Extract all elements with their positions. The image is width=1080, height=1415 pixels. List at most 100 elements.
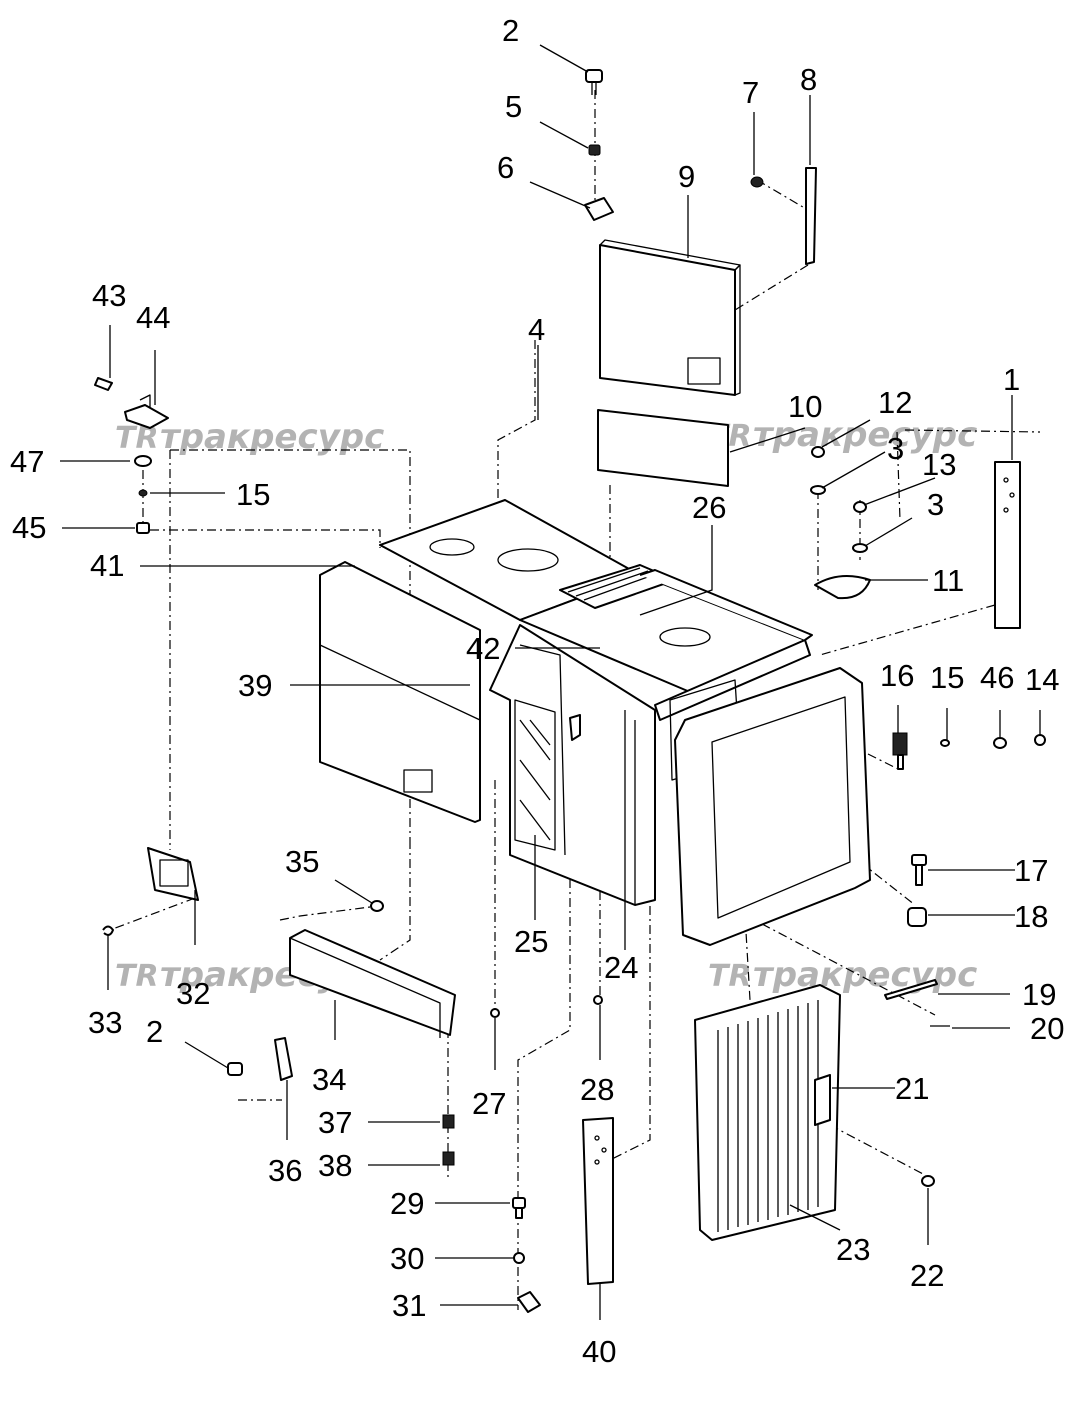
callout-34: 34 — [312, 1062, 346, 1097]
callout-2: 2 — [502, 13, 519, 48]
callout-1: 1 — [1003, 362, 1020, 397]
callout-28: 28 — [580, 1072, 614, 1107]
callout-labels: 2 5 6 9 7 8 43 44 4 10 12 1 3 13 47 15 2… — [10, 13, 1064, 1369]
nut-14 — [1034, 734, 1046, 746]
callout-23: 23 — [836, 1232, 870, 1267]
panel-34 — [289, 929, 456, 1038]
nut-22 — [921, 1175, 935, 1187]
callout-31: 31 — [392, 1288, 426, 1323]
washer-47 — [134, 455, 152, 467]
watermark-logo: TR — [708, 959, 752, 994]
bracket-32 — [147, 847, 199, 901]
nut-13 — [853, 501, 867, 513]
cab-body-4 — [379, 499, 813, 693]
hinge-6 — [584, 197, 614, 221]
callout-40: 40 — [582, 1334, 616, 1369]
frame-42 — [489, 624, 656, 906]
callout-26: 26 — [692, 490, 726, 525]
callout-29: 29 — [390, 1186, 424, 1221]
callout-24: 24 — [604, 950, 638, 985]
callout-27: 27 — [472, 1086, 506, 1121]
callout-38: 38 — [318, 1148, 352, 1183]
bolt-17 — [911, 854, 927, 886]
callout-7: 7 — [742, 75, 759, 110]
washer-3a — [810, 485, 826, 495]
cover-panel-9 — [599, 239, 741, 396]
bolt-2-top — [585, 69, 603, 95]
callout-36: 36 — [268, 1153, 302, 1188]
callout-46: 46 — [980, 660, 1014, 695]
watermark-text: тракресурс — [753, 415, 977, 455]
callout-18: 18 — [1014, 899, 1048, 934]
watermark-2: TR тракресурс — [708, 415, 977, 455]
washer-15b — [940, 739, 950, 747]
callout-17: 17 — [1014, 853, 1048, 888]
clip-37 — [442, 1114, 455, 1129]
callout-8: 8 — [800, 62, 817, 97]
washer-15a — [138, 489, 148, 497]
nut-12 — [811, 446, 825, 458]
bolt-29 — [512, 1197, 526, 1219]
bolt-2-bottom — [227, 1062, 243, 1076]
callout-47: 47 — [10, 444, 44, 479]
clip-33 — [102, 925, 114, 936]
callout-45: 45 — [12, 510, 46, 545]
callout-6: 6 — [497, 150, 514, 185]
callout-20: 20 — [1030, 1011, 1064, 1046]
callout-10: 10 — [788, 389, 822, 424]
washer-3b — [852, 543, 868, 553]
side-panel-39 — [319, 561, 481, 823]
callout-22: 22 — [910, 1258, 944, 1293]
callout-25: 25 — [514, 924, 548, 959]
grille-23 — [694, 984, 841, 1241]
nut-27 — [490, 1008, 500, 1018]
callout-2-lower: 2 — [146, 1014, 163, 1049]
callout-42: 42 — [466, 631, 500, 666]
watermark-4: TR тракресурс — [708, 955, 977, 995]
callout-16: 16 — [880, 658, 914, 693]
watermark-logo: TR — [115, 959, 159, 994]
plate-11 — [814, 575, 871, 600]
washer-7 — [750, 176, 764, 188]
bolt-45 — [136, 522, 150, 534]
callout-19: 19 — [1022, 977, 1056, 1012]
washer-46 — [993, 737, 1007, 749]
bracket-36 — [274, 1037, 293, 1081]
bar-1 — [994, 461, 1021, 629]
watermark-text: тракресурс — [160, 417, 384, 457]
callout-15-left: 15 — [236, 477, 270, 512]
callout-21: 21 — [895, 1071, 929, 1106]
callout-35: 35 — [285, 844, 319, 879]
callout-41: 41 — [90, 548, 124, 583]
callout-11: 11 — [932, 563, 964, 598]
callout-43: 43 — [92, 278, 126, 313]
nut-5 — [588, 144, 601, 156]
front-frame-16 — [674, 667, 871, 946]
fastener-16 — [892, 732, 908, 770]
bolt-35 — [370, 900, 384, 912]
callout-4: 4 — [528, 312, 545, 347]
callout-39: 39 — [238, 668, 272, 703]
callout-3-upper: 3 — [887, 431, 904, 466]
panel-10 — [597, 409, 729, 487]
callout-13: 13 — [922, 447, 956, 482]
callout-12: 12 — [878, 385, 912, 420]
bracket-43-44 — [94, 377, 169, 429]
callout-3-lower: 3 — [927, 487, 944, 522]
callout-32: 32 — [176, 976, 210, 1011]
callout-14: 14 — [1025, 662, 1059, 697]
callout-44: 44 — [136, 300, 170, 335]
callout-37: 37 — [318, 1105, 352, 1140]
clip-38 — [442, 1151, 455, 1166]
watermark-text: тракресурс — [753, 955, 977, 995]
callout-15-right: 15 — [930, 660, 964, 695]
clip-31 — [517, 1291, 541, 1313]
washer-30 — [513, 1252, 525, 1264]
bar-40 — [582, 1117, 614, 1285]
nut-28 — [593, 995, 603, 1005]
callout-9: 9 — [678, 159, 695, 194]
leader-lines — [60, 44, 1041, 1320]
callout-5: 5 — [505, 89, 522, 124]
callout-30: 30 — [390, 1241, 424, 1276]
